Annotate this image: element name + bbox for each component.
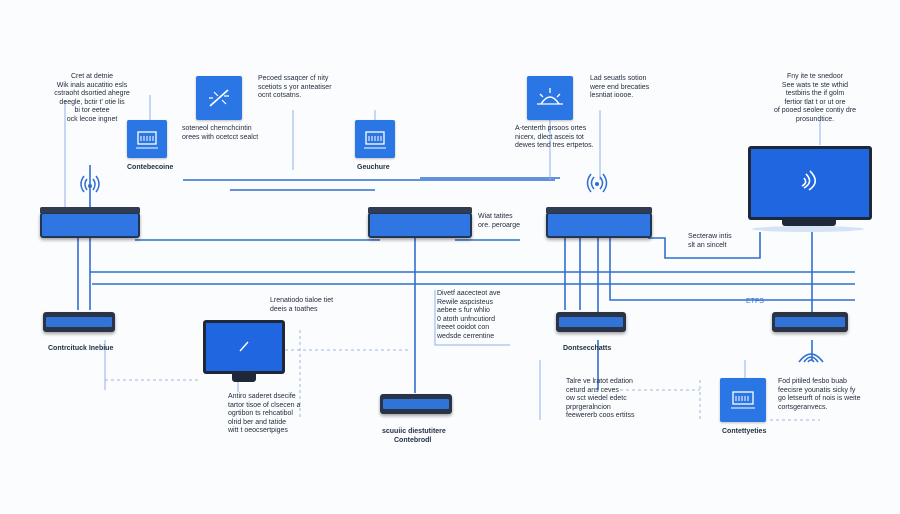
note-router-center: Wiat tatites ore. peroarge xyxy=(478,213,521,229)
note-bottom-right: Talre ve lratot edation ceturd ans ceves… xyxy=(566,378,635,419)
sunrise-icon xyxy=(537,88,563,105)
server-panel-icon xyxy=(364,131,386,149)
tile-mid xyxy=(355,120,395,158)
caption-switch-center-2: Contebrodl xyxy=(394,437,432,444)
slash-icon xyxy=(239,341,249,352)
caption-switch-left: Contrcituck Inebiue xyxy=(48,345,114,352)
note-mid-monitor: Lrenatiodo tialoe tiet deeis a toathes xyxy=(270,297,334,313)
switch-left xyxy=(43,312,115,332)
caption-switch-right: Dontsecchatts xyxy=(563,345,612,352)
switch-far-right xyxy=(772,312,848,332)
switch-right xyxy=(556,312,626,332)
monitor-right-stand xyxy=(782,220,836,226)
caption-switch-center-1: scuuiic diestutitere xyxy=(382,428,446,435)
note-top-left: Cret at detnie Wik inals aucatitio esls … xyxy=(54,73,130,123)
tile-top-left xyxy=(196,76,242,120)
tile-far xyxy=(720,378,766,422)
wifi-icon xyxy=(80,175,100,193)
wifi-icon xyxy=(798,353,824,363)
router-right xyxy=(546,207,652,238)
monitor-right-shadow xyxy=(752,226,864,232)
note-center: Divetf aacecteot ave Rewile aspcisteus a… xyxy=(437,290,501,340)
note-far-bottom-right: Fod pitiled fesbo buab feecisre younatis… xyxy=(778,378,861,411)
note-top-right: Lad seuatls sotion were end brecaties le… xyxy=(590,75,650,99)
note-router-right: Secteraw intis slt an sincelt xyxy=(688,233,732,249)
switch-center xyxy=(380,394,452,414)
router-center xyxy=(368,207,472,238)
caption-tile-left: Contebecoine xyxy=(127,164,174,171)
caption-tile-mid: Geuchure xyxy=(357,164,390,171)
server-panel-icon xyxy=(136,131,158,149)
note-right-tile-side: A-tenterth prsoos ortes nicerx, dlect as… xyxy=(515,125,594,149)
sparkle-slash-icon xyxy=(209,89,229,107)
wireless-signal-icon xyxy=(801,170,817,191)
router-left xyxy=(40,207,140,238)
tile-top-right xyxy=(527,76,573,120)
server-panel-icon xyxy=(731,391,755,409)
monitor-mid-stand xyxy=(232,374,256,382)
note-bottom-left: Antiro saderet dsecife tartor tisoe of c… xyxy=(228,393,301,434)
monitor-right xyxy=(748,146,872,220)
note-far-right: Fny ite te snedoor See wats te ste wthid… xyxy=(773,73,857,123)
wifi-icon xyxy=(586,173,608,193)
tile-left xyxy=(127,120,167,158)
label-etfs: ETFS xyxy=(746,298,764,305)
note-top-tile: Pecoed ssaqcer cf nity scetiots s yor an… xyxy=(258,75,332,99)
caption-tile-far: Contettyeties xyxy=(722,428,767,435)
note-tile-side: soteneol chernchcintin orees with ocetcc… xyxy=(182,125,259,141)
